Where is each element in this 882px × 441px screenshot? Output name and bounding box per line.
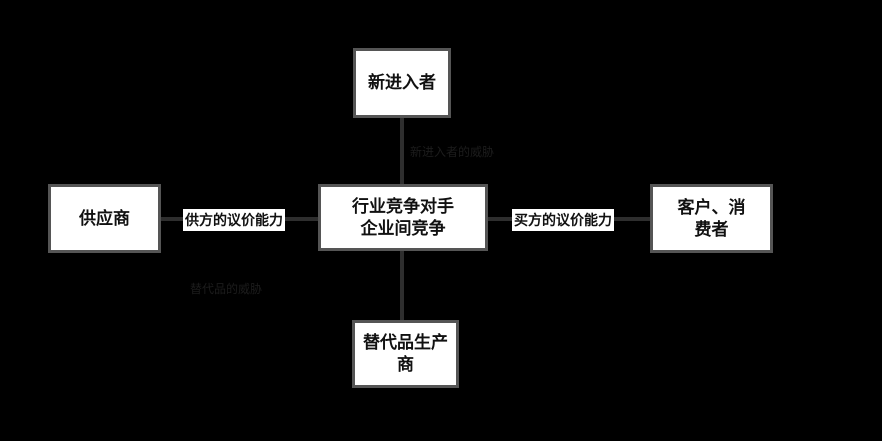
node-new-entrants: 新进入者 [353,48,451,118]
node-label: 费者 [694,219,729,240]
edge-label-new-entrant-threat: 新进入者的威胁 [410,145,495,159]
node-label: 客户、消 [677,197,746,218]
edge-label-supplier-power: 供方的议价能力 [183,209,285,231]
node-label: 企业间竞争 [360,218,446,239]
node-industry-rivals: 行业竞争对手企业间竞争 [318,184,488,251]
node-label: 行业竞争对手 [352,196,454,217]
node-label: 商 [397,355,414,375]
edge-label-buyer-power: 买方的议价能力 [512,209,614,231]
connector-top [400,118,404,186]
node-label: 供应商 [79,208,130,229]
edge-label-substitute-threat: 替代品的威胁 [190,282,263,296]
node-label: 替代品生产 [363,333,448,353]
node-suppliers: 供应商 [48,184,161,253]
node-customers: 客户、消费者 [650,184,773,253]
node-label: 新进入者 [368,73,436,93]
connector-bottom [400,250,404,322]
node-substitutes: 替代品生产商 [352,320,459,388]
